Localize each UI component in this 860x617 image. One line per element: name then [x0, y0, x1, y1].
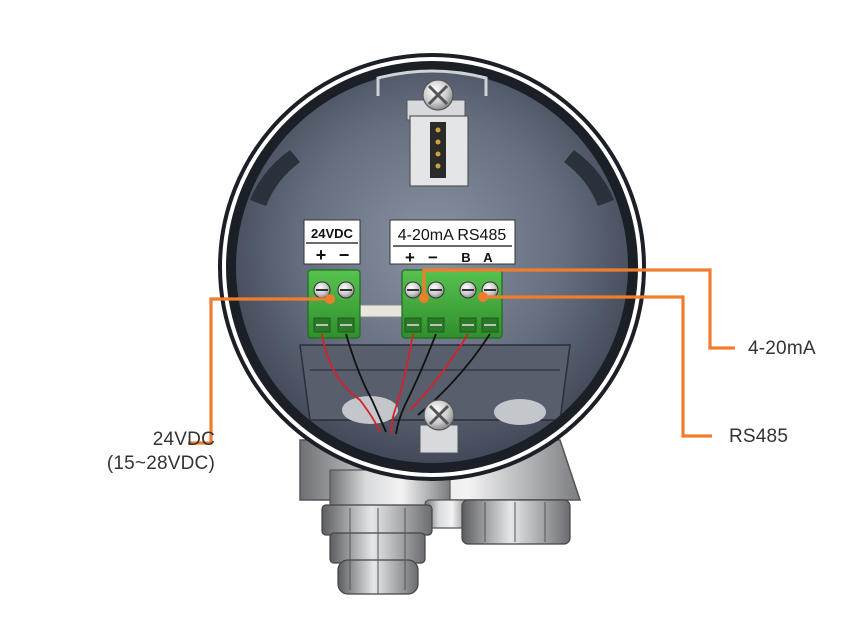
bottom-screw-icon — [419, 399, 459, 454]
callout-current-loop: 4-20mA — [748, 338, 816, 359]
dot-serial — [478, 292, 488, 302]
dot-power — [325, 294, 335, 304]
power-minus-mark: − — [339, 245, 350, 265]
top-screw-icon — [422, 79, 454, 111]
leader-lines — [188, 268, 735, 445]
signal-plus-mark: + — [405, 248, 415, 267]
callout-power-supply: 24VDC (15~28VDC) — [60, 428, 215, 476]
leader-current-loop — [422, 268, 735, 350]
terminal-bridge — [359, 304, 406, 318]
callout-power-line1: 24VDC — [152, 429, 215, 450]
signal-b-mark: B — [461, 250, 470, 265]
power-label-plate: 24VDC + − — [303, 219, 361, 265]
signal-label-plate: 4-20mA RS485 + − B A — [389, 219, 516, 267]
power-terminal-title: 24VDC — [311, 226, 354, 241]
signal-minus-mark: − — [428, 248, 438, 267]
dot-current-loop — [419, 293, 429, 303]
power-terminal-block — [307, 269, 361, 339]
leader-serial — [483, 295, 712, 438]
power-plus-mark: + — [316, 245, 327, 265]
cable-gland-left — [321, 504, 433, 595]
signal-terminal-block — [401, 269, 503, 339]
cable-gland-right — [461, 499, 571, 545]
display-connector — [406, 99, 469, 187]
leader-power — [188, 297, 330, 445]
leader-endpoints — [325, 292, 488, 304]
callout-power-line2: (15~28VDC) — [106, 453, 215, 474]
signal-terminal-title: 4-20mA RS485 — [398, 227, 507, 244]
signal-a-mark: A — [483, 250, 493, 265]
callout-serial: RS485 — [729, 426, 789, 447]
